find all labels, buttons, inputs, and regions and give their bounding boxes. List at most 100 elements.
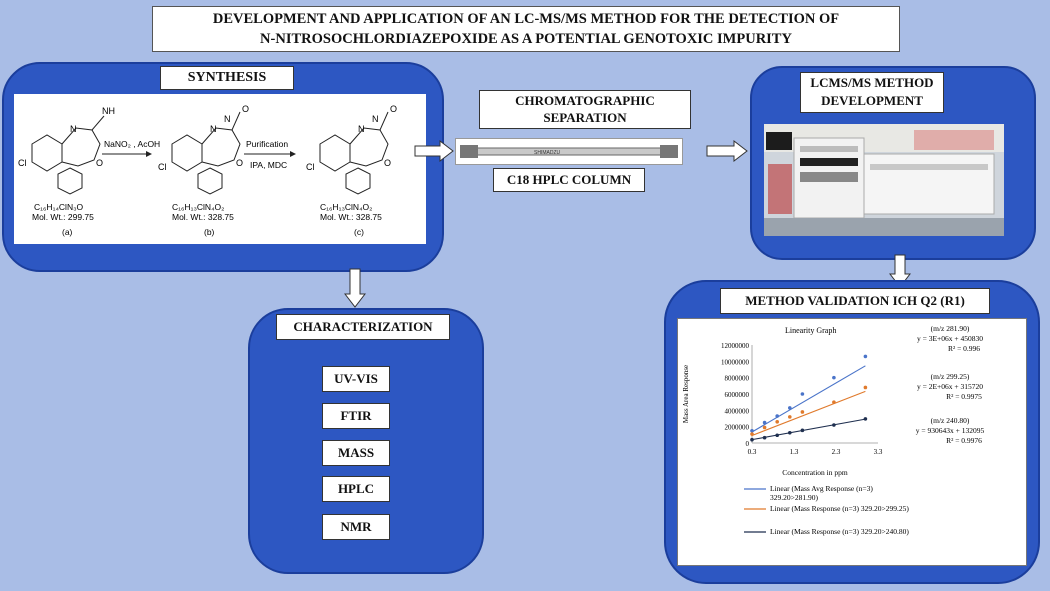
- chromatography-label: CHROMATOGRAPHIC SEPARATION: [479, 90, 691, 129]
- compound-a-tag: (a): [62, 227, 73, 237]
- trendline-series-1: [751, 365, 866, 433]
- char-item-ftir: FTIR: [322, 403, 390, 429]
- chart-title: Linearity Graph: [785, 326, 836, 335]
- compound-c-substituent: N: [372, 114, 379, 124]
- title-line-2: N-NITROSOCHLORDIAZEPOXIDE AS A POTENTIAL…: [260, 31, 792, 47]
- equation-r2-3: R² = 0.9976: [946, 436, 982, 445]
- arrow-synthesis-to-chromatography: [414, 140, 454, 162]
- data-point-series-3: [775, 433, 779, 438]
- y-tick-label: 12000000: [721, 342, 750, 350]
- equation-mz-2: (m/z 299.25): [931, 372, 970, 381]
- equation-mz-3: (m/z 240.80): [931, 416, 970, 425]
- x-tick-label: 2.3: [832, 448, 841, 456]
- equation-r2-2: R² = 0.9975: [946, 392, 982, 401]
- equation-3: y = 930643x + 132095: [916, 426, 985, 435]
- equation-mz-1: (m/z 281.90): [931, 324, 970, 333]
- chromatography-label-line2: SEPARATION: [543, 110, 627, 125]
- lcms-label-line1: LCMS/MS METHOD: [810, 75, 934, 90]
- data-point-series-2: [775, 419, 779, 424]
- reaction-scheme-svg: NH N O Cl C₁₆H₁₄ClN₃O Mol. Wt.: 299.75 (…: [18, 104, 397, 237]
- legend-label-1: Linear (Mass Avg Response (n=3): [770, 484, 873, 493]
- lcms-label: LCMS/MS METHOD DEVELOPMENT: [800, 72, 944, 113]
- char-item-uv-vis: UV-VIS: [322, 366, 390, 392]
- compound-b-n: N: [210, 124, 217, 134]
- linearity-chart-svg: Linearity Graph0200000040000006000000800…: [682, 324, 985, 536]
- data-point-series-3: [750, 437, 754, 442]
- synthesis-label: SYNTHESIS: [160, 66, 294, 90]
- validation-label: METHOD VALIDATION ICH Q2 (R1): [720, 288, 990, 314]
- compound-b-nitroso: O: [242, 104, 249, 114]
- poster-title: DEVELOPMENT AND APPLICATION OF AN LC-MS/…: [152, 6, 900, 52]
- arrow-synthesis-to-characterization: [344, 268, 366, 308]
- compound-a-cl: Cl: [18, 158, 27, 168]
- arrow-chromatography-to-lcms: [706, 140, 748, 162]
- compound-c: N O N O Cl C₁₆H₁₃ClN₄O₂ Mol. Wt.: 328.75…: [306, 104, 397, 237]
- equation-r2-1: R² = 0.996: [948, 344, 980, 353]
- c18-column-label: C18 HPLC COLUMN: [493, 168, 645, 192]
- data-point-series-2: [863, 385, 868, 390]
- data-point-series-1: [800, 392, 805, 396]
- lcms-instrument-image: [764, 124, 1004, 236]
- title-line-1: DEVELOPMENT AND APPLICATION OF AN LC-MS/…: [212, 11, 840, 27]
- data-point-series-1: [750, 428, 754, 433]
- x-tick-label: 1.3: [790, 448, 799, 456]
- data-point-series-1: [762, 420, 767, 425]
- x-tick-label: 3.3: [874, 448, 883, 456]
- y-tick-label: 10000000: [721, 358, 750, 366]
- data-point-series-2: [832, 400, 836, 404]
- data-point-series-3: [863, 417, 868, 421]
- compound-c-n: N: [358, 124, 365, 134]
- legend-label-2: Linear (Mass Response (n=3) 329.20>299.2…: [770, 504, 909, 513]
- char-item-mass: MASS: [322, 440, 390, 466]
- hplc-column-svg: SHIMADZU: [460, 145, 678, 158]
- equation-2: y = 2E+06x + 315720: [917, 382, 983, 391]
- compound-a-formula: C₁₆H₁₄ClN₃O: [34, 202, 84, 212]
- compound-b-mw: Mol. Wt.: 328.75: [172, 212, 234, 222]
- compound-c-formula: C₁₆H₁₃ClN₄O₂: [320, 202, 372, 212]
- y-axis-label: Mass Area Response: [682, 365, 690, 423]
- compound-c-o: O: [384, 158, 391, 168]
- step2-reagent-top: Purification: [246, 139, 288, 149]
- data-point-series-2: [762, 425, 767, 430]
- char-item-nmr: NMR: [322, 514, 390, 540]
- compound-a-mw: Mol. Wt.: 299.75: [32, 212, 94, 222]
- y-tick-label: 4000000: [725, 407, 750, 415]
- lcms-label-line2: DEVELOPMENT: [821, 93, 923, 108]
- step2-reagent-bottom: IPA, MDC: [250, 160, 287, 170]
- x-axis-label: Concentration in ppm: [782, 468, 848, 477]
- data-point-series-2: [800, 410, 805, 414]
- y-tick-label: 0: [746, 440, 750, 448]
- compound-c-tag: (c): [354, 227, 364, 237]
- legend-label-1-line2: 329.20>281.90): [770, 493, 818, 502]
- data-point-series-1: [775, 414, 779, 418]
- characterization-label: CHARACTERIZATION: [276, 314, 450, 340]
- trendline-series-2: [751, 390, 866, 437]
- data-point-series-1: [832, 375, 836, 380]
- data-point-series-1: [788, 406, 792, 410]
- x-tick-label: 0.3: [748, 448, 757, 456]
- data-point-series-1: [863, 354, 868, 359]
- equation-1: y = 3E+06x + 450830: [917, 334, 983, 343]
- compound-a-substituent: NH: [102, 106, 115, 116]
- y-tick-label: 6000000: [725, 391, 750, 399]
- char-item-hplc: HPLC: [322, 476, 390, 502]
- data-point-series-2: [788, 415, 792, 419]
- compound-a-n: N: [70, 124, 77, 134]
- hplc-column-image: SHIMADZU: [455, 138, 683, 165]
- synthesis-scheme: NH N O Cl C₁₆H₁₄ClN₃O Mol. Wt.: 299.75 (…: [14, 94, 426, 244]
- compound-c-cl: Cl: [306, 162, 315, 172]
- compound-a: NH N O Cl C₁₆H₁₄ClN₃O Mol. Wt.: 299.75 (…: [18, 106, 115, 237]
- compound-b-o: O: [236, 158, 243, 168]
- compound-b-tag: (b): [204, 227, 215, 237]
- compound-b-substituent: N: [224, 114, 231, 124]
- data-point-series-3: [800, 428, 805, 433]
- data-point-series-3: [788, 430, 792, 435]
- compound-b: N O N O Cl C₁₆H₁₃ClN₄O₂ Mol. Wt.: 328.75…: [158, 104, 249, 237]
- column-brand-text: SHIMADZU: [534, 150, 561, 156]
- step1-reagent: NaNO₂ , AcOH: [104, 139, 160, 149]
- y-tick-label: 8000000: [725, 375, 750, 383]
- compound-b-formula: C₁₆H₁₃ClN₄O₂: [172, 202, 224, 212]
- trendline-series-3: [751, 418, 866, 441]
- compound-c-nitroso: O: [390, 104, 397, 114]
